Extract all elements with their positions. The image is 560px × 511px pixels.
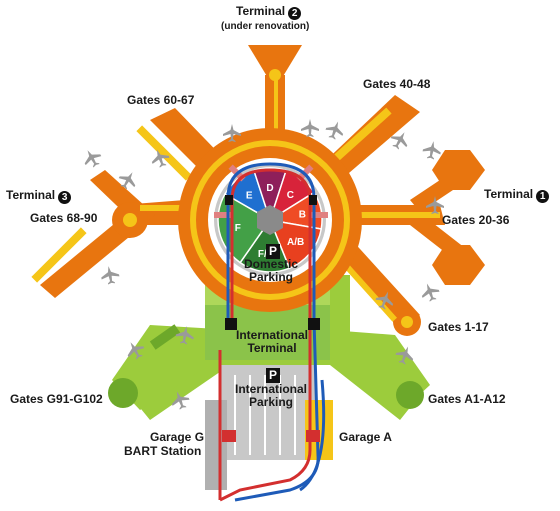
airplane-icon — [151, 149, 170, 168]
airplane-icon — [426, 196, 444, 214]
terminal-number-badge: 2 — [288, 7, 302, 20]
airplane-icon — [171, 391, 190, 410]
terminal-2-note: (under renovation) — [221, 21, 310, 32]
parking-icon: P — [266, 368, 280, 383]
gates-g91-g102-label: Gates G91-G102 — [10, 392, 103, 406]
airplane-icon — [118, 172, 136, 190]
gates-40-48-label: Gates 40-48 — [363, 77, 431, 91]
garage-segment-label: D — [266, 183, 273, 194]
airtrain-line — [218, 162, 326, 502]
airplane-icon — [395, 346, 414, 365]
gates-1-17-label: Gates 1-17 — [428, 320, 489, 334]
airplane-icon — [175, 326, 194, 345]
terminal-3-title: Terminal — [6, 188, 56, 202]
airplane-icon — [101, 266, 120, 285]
domestic-parking-label: Domestic Parking — [243, 257, 299, 284]
garage-hub — [257, 205, 283, 235]
international-parking-label: International Parking — [234, 382, 307, 409]
airplane-icon — [223, 124, 241, 142]
gates-a1-a12-label: Gates A1-A12 — [428, 392, 506, 406]
gates-68-90-label: Gates 68-90 — [30, 211, 98, 225]
airplane-icons — [84, 119, 444, 410]
international-terminal-label: International Terminal — [235, 328, 308, 355]
terminal-2-title: Terminal — [236, 4, 286, 18]
terminal-3-concourse — [31, 170, 200, 298]
garage-g-label: Garage G — [150, 430, 205, 444]
airplane-icon — [84, 150, 102, 168]
airplane-icon — [325, 121, 344, 140]
airplane-icon — [422, 141, 441, 160]
garage-segment-label: C — [287, 190, 294, 201]
garage-a-label: Garage A — [339, 430, 392, 444]
airplane-icon — [375, 291, 394, 310]
airtrain-station-icon — [222, 195, 320, 442]
garage-segment-label: B — [299, 210, 306, 221]
garage-segment-label: F — [235, 223, 241, 234]
terminal-number-badge: 1 — [536, 190, 550, 203]
terminal-1-title: Terminal — [484, 187, 534, 201]
gates-20-36-label: Gates 20-36 — [442, 213, 510, 227]
terminal-number-badge: 3 — [58, 191, 72, 204]
bart-station-label: BART Station — [124, 444, 202, 458]
garage-segment-label: A/B — [287, 237, 304, 248]
gates-60-67-label: Gates 60-67 — [127, 93, 195, 107]
garage-segment-label: E — [246, 190, 253, 201]
airplane-icon — [421, 283, 440, 302]
parking-icon: P — [266, 244, 280, 259]
airplane-icon — [390, 132, 408, 150]
airplane-icon — [127, 342, 145, 360]
airplane-icon — [301, 119, 319, 137]
